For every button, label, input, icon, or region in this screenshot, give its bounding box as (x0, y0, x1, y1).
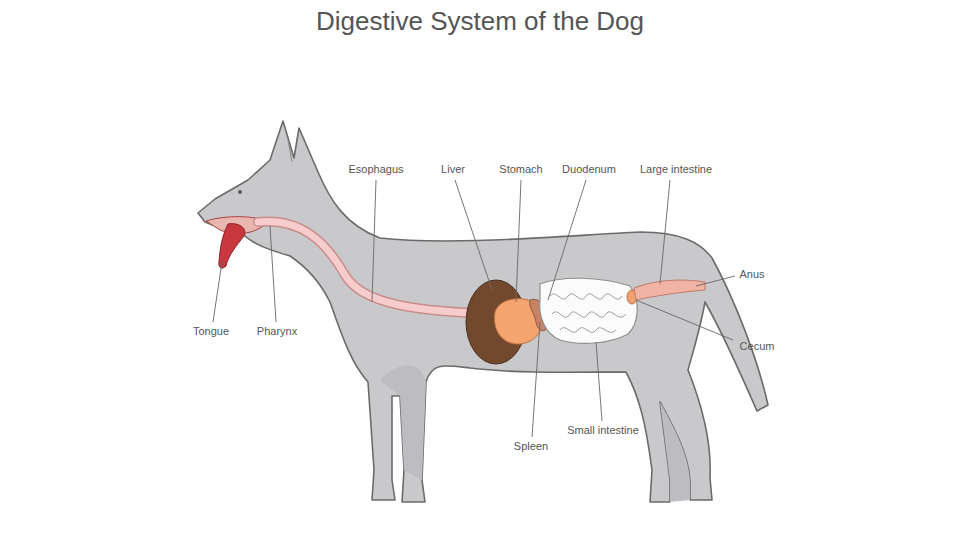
leader-line (596, 342, 602, 421)
leader-line (270, 226, 276, 322)
part-label: Cecum (740, 340, 775, 353)
shading (660, 402, 690, 502)
part-label: Pharynx (257, 325, 297, 338)
ear-inner (288, 140, 292, 162)
leader-line (455, 180, 492, 290)
eye (238, 190, 242, 194)
leader-line (696, 276, 735, 286)
part-label: Liver (441, 163, 465, 176)
esophagus (258, 222, 500, 314)
part-label: Large intestine (640, 163, 712, 176)
large-intestine (634, 280, 705, 300)
part-label: Tongue (193, 325, 229, 338)
esophagus (258, 222, 500, 314)
leader-line (372, 180, 376, 302)
leader-line (660, 180, 670, 284)
intestine-loops (550, 294, 626, 332)
part-label: Esophagus (348, 163, 403, 176)
part-label: Stomach (499, 163, 542, 176)
diagram-title: Digestive System of the Dog (316, 7, 644, 37)
shading (380, 365, 426, 480)
part-label: Spleen (514, 440, 548, 453)
leader-line (548, 180, 586, 300)
tongue (219, 224, 245, 268)
part-label: Anus (739, 268, 764, 281)
leader-line (532, 322, 540, 437)
small-intestine (540, 278, 638, 343)
leader-line (213, 262, 222, 322)
dog-silhouette (198, 121, 768, 502)
leader-lines (213, 180, 735, 437)
part-label: Duodenum (562, 163, 616, 176)
part-label: Small intestine (567, 424, 639, 437)
leader-line (516, 180, 521, 302)
leader-line (636, 300, 733, 340)
